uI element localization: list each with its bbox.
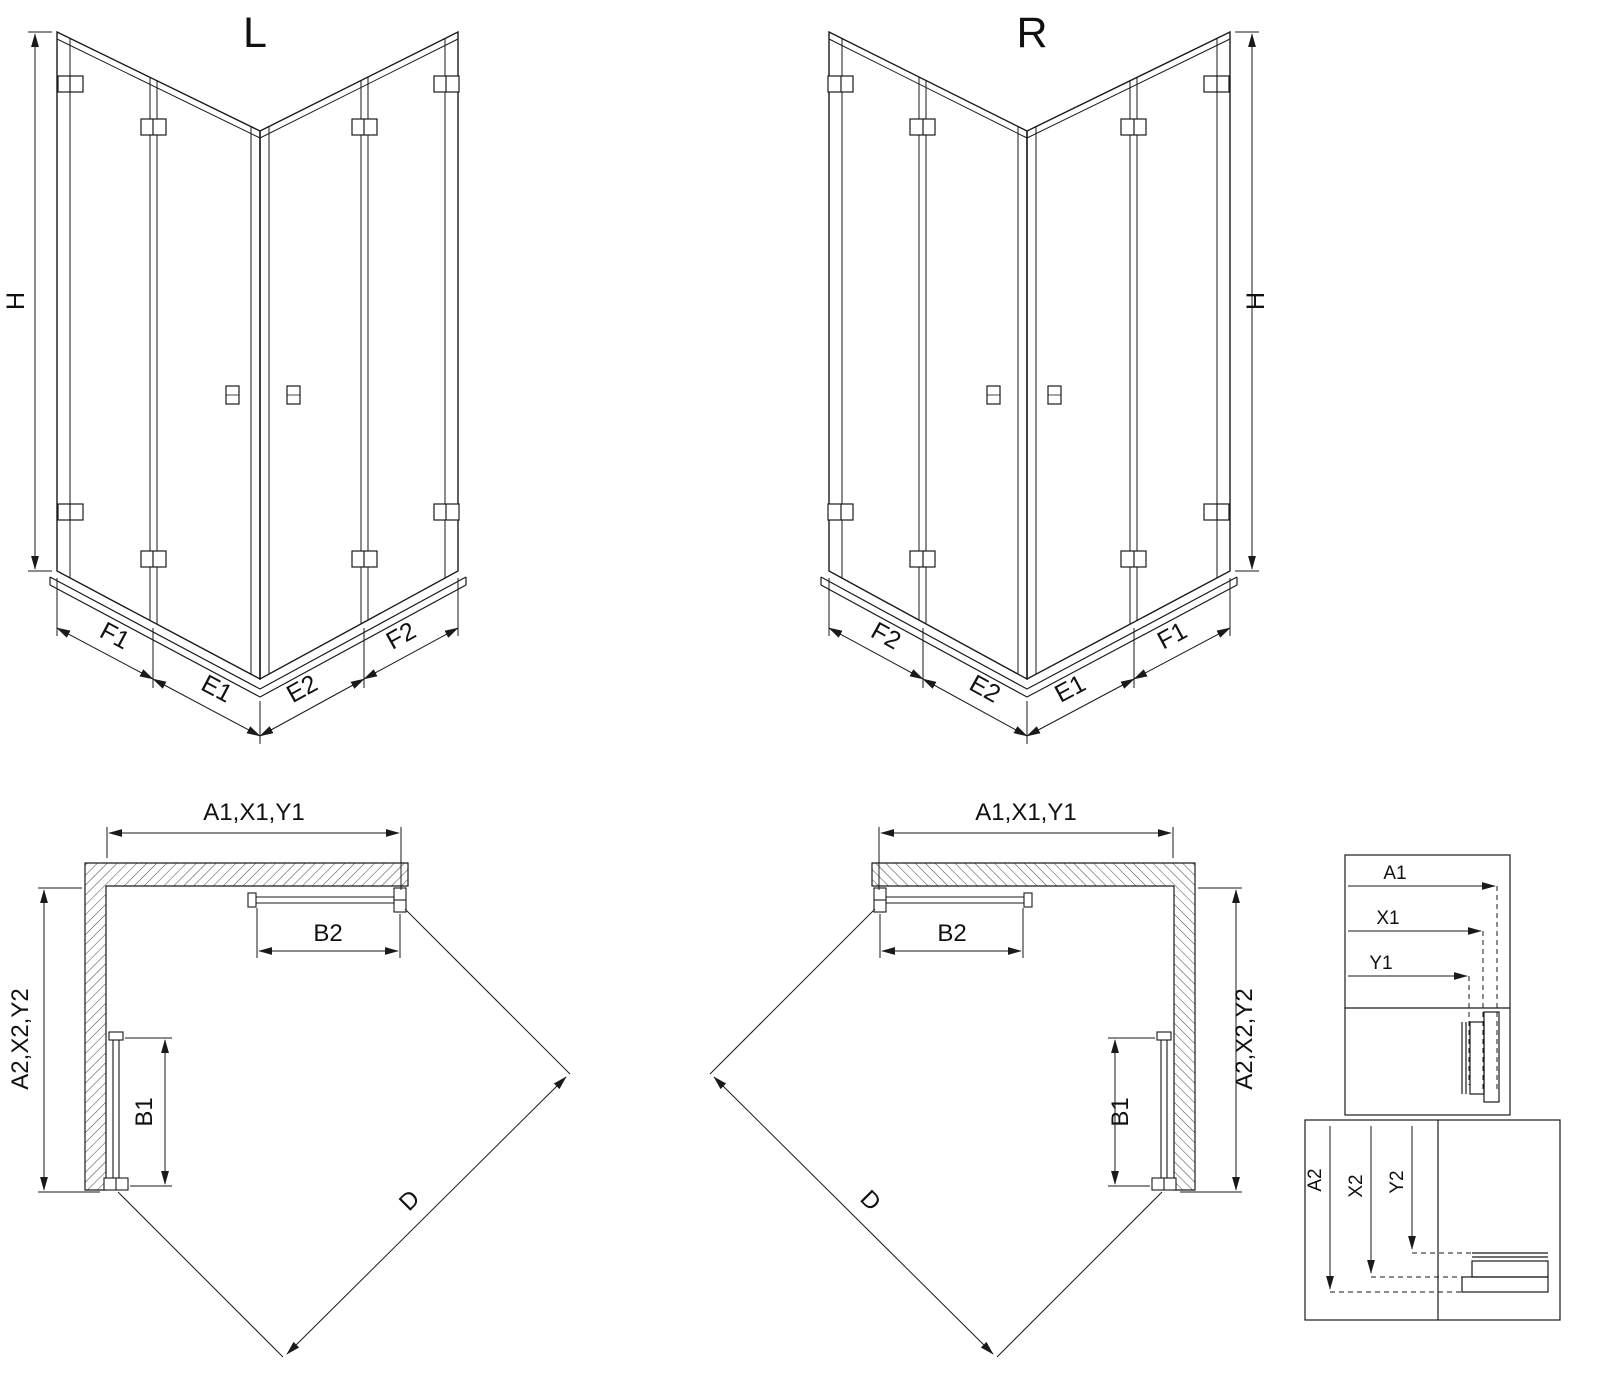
plan-right-width-label: A1,X1,Y1 <box>975 799 1076 826</box>
labels: L H F1 E1 E2 F2 R H F2 E2 E1 F1 A1,X1,Y1… <box>2 9 1408 1216</box>
detail-a2-label: A2 <box>1305 1168 1326 1191</box>
plan-left-depth-label: A2,X2,Y2 <box>7 988 34 1089</box>
detail-y1-label: Y1 <box>1369 953 1392 974</box>
detail-x1-label: X1 <box>1376 908 1399 929</box>
plan-left-width-label: A1,X1,Y1 <box>203 799 304 826</box>
plan-right-depth-label: A2,X2,Y2 <box>1231 988 1258 1089</box>
detail-a1-label: A1 <box>1383 863 1406 884</box>
detail-y2-label: Y2 <box>1387 1170 1408 1193</box>
plan-right-door-top-label: B2 <box>937 920 966 947</box>
wall-profile-section-horizontal <box>1461 1252 1549 1293</box>
detail-x2-label: X2 <box>1346 1174 1367 1197</box>
dim-label-h-right: H <box>1242 292 1270 310</box>
dim-label-h-left: H <box>2 292 30 310</box>
plan-right-door-side-label: B1 <box>1107 1097 1134 1126</box>
detail-panel-depth <box>1304 1119 1561 1321</box>
variant-title-right: R <box>1016 9 1047 57</box>
plan-left-door-top-label: B2 <box>313 920 342 947</box>
wall-profile-section-vertical <box>1461 1011 1500 1103</box>
plan-left-door-side-label: B1 <box>131 1097 158 1126</box>
variant-title-left: L <box>243 9 267 57</box>
detail-panel-width <box>1344 854 1511 1116</box>
